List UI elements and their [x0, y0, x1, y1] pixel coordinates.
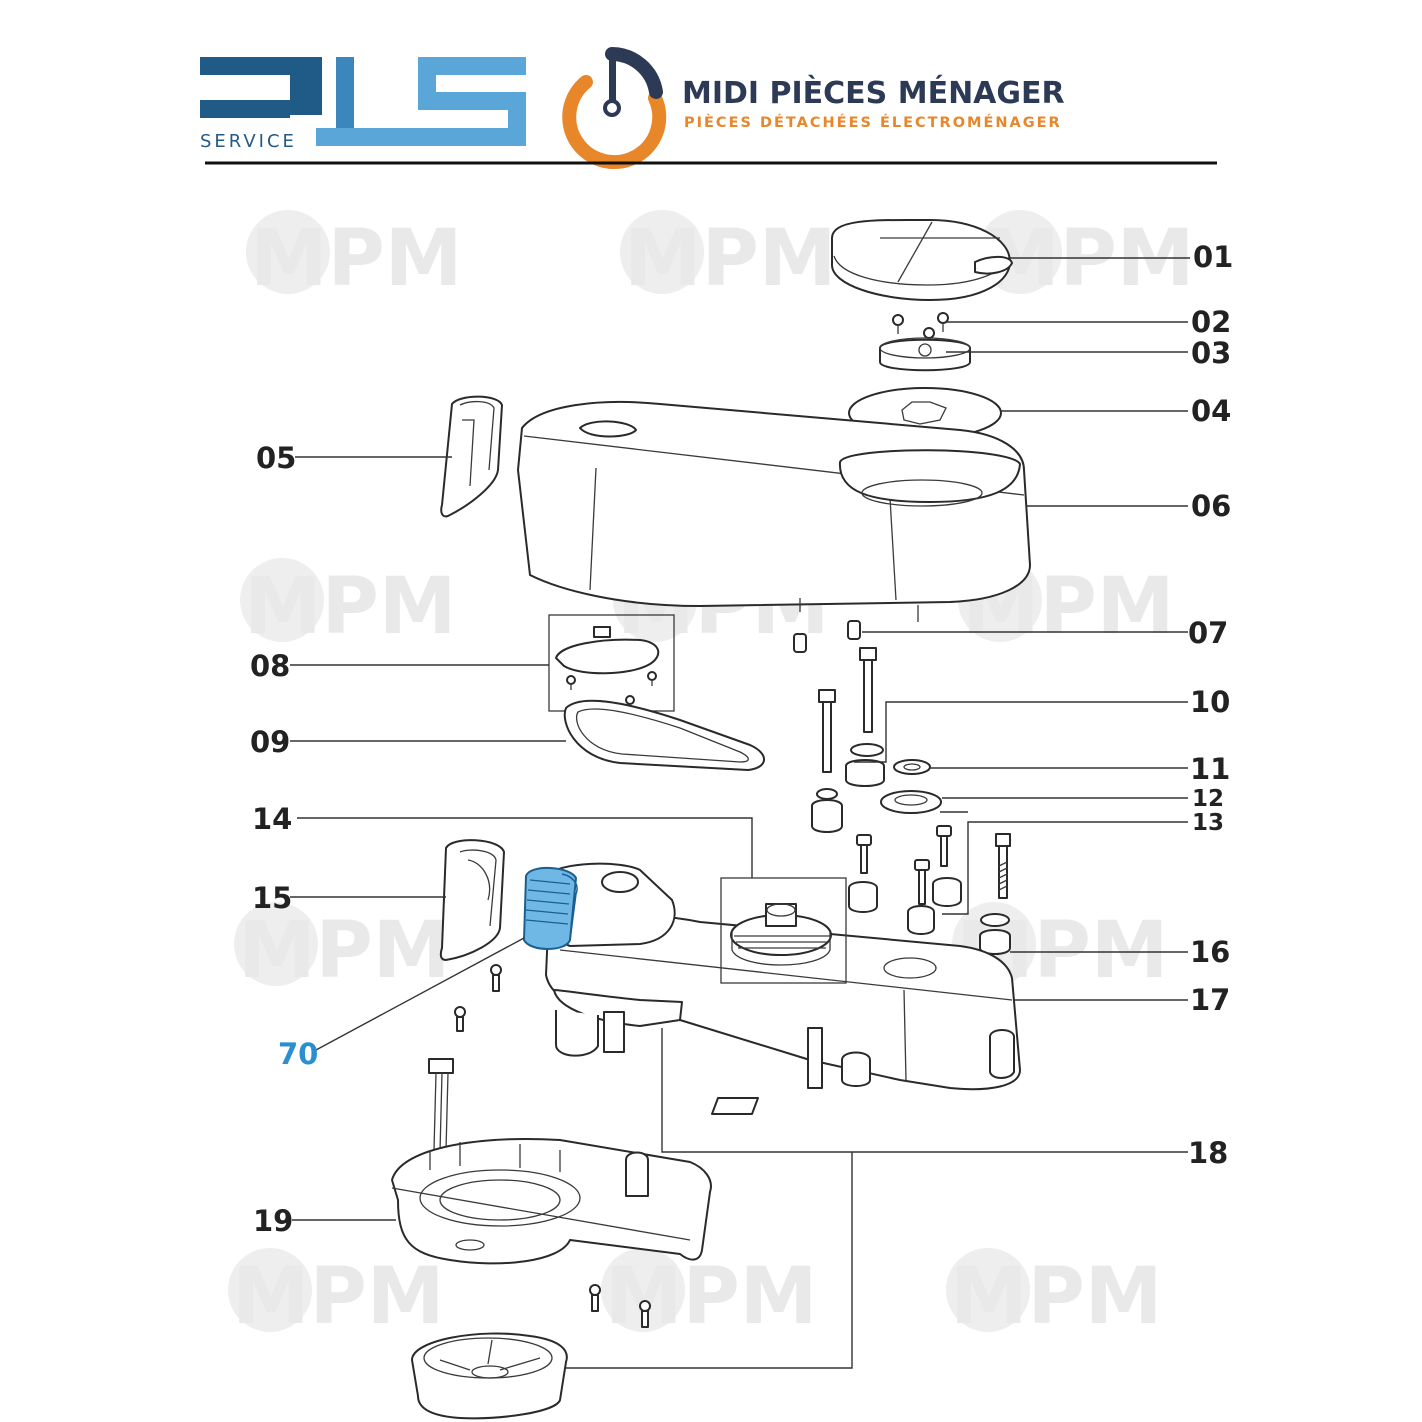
part-12-ring-drawing	[880, 790, 942, 814]
callout-19: 19	[253, 1204, 293, 1238]
part-11-washer-drawing	[893, 759, 931, 775]
watermark-mpm: MPM	[234, 902, 450, 996]
watermark-mpm: MPM	[946, 1248, 1162, 1342]
callout-01: 01	[1193, 240, 1233, 274]
parts-drawings	[391, 218, 1031, 1420]
bottom-screws-drawing	[589, 1284, 651, 1328]
part-02-screws-drawing	[892, 312, 949, 347]
callout-16: 16	[1190, 935, 1230, 969]
part-06-top-housing-drawing	[517, 400, 1031, 622]
svg-text:MPM: MPM	[605, 1252, 817, 1342]
callout-17: 17	[1190, 983, 1230, 1017]
part-19-base-drawing	[391, 1138, 712, 1265]
part-09-belt-drawing	[563, 699, 765, 771]
callout-13: 13	[1192, 810, 1224, 836]
part-70-seal-ring-drawing	[522, 866, 578, 950]
brand-title: MIDI PIÈCES MÉNAGER	[682, 75, 1065, 111]
callout-04: 04	[1191, 394, 1231, 428]
svg-text:MPM: MPM	[950, 1252, 1162, 1342]
callout-03: 03	[1191, 336, 1231, 370]
part-13-screws-drawing	[811, 788, 1011, 935]
callout-06: 06	[1191, 489, 1231, 523]
watermarks: MPM MPM MPM MPM MPM MPM MPM MPM	[228, 210, 1194, 1342]
svg-text:MPM: MPM	[232, 1252, 444, 1342]
watermark-mpm: MPM	[228, 1248, 444, 1342]
brand-subtitle: PIÈCES DÉTACHÉES ÉLECTROMÉNAGER	[684, 114, 1062, 131]
svg-text:MPM: MPM	[624, 214, 836, 304]
callout-09: 09	[250, 725, 290, 759]
loose-screws-drawing	[454, 964, 502, 1032]
callout-10: 10	[1190, 685, 1230, 719]
callout-05: 05	[256, 441, 296, 475]
dls-logo: SERVICE	[200, 57, 526, 152]
callout-18: 18	[1188, 1136, 1228, 1170]
callout-07: 07	[1188, 616, 1228, 650]
svg-text:MPM: MPM	[238, 906, 450, 996]
callout-12: 12	[1192, 786, 1224, 812]
dls-service-label: SERVICE	[200, 131, 297, 152]
callout-14: 14	[252, 802, 292, 836]
callout-02: 02	[1191, 305, 1231, 339]
watermark-mpm: MPM	[620, 210, 836, 304]
callout-11: 11	[1190, 752, 1230, 786]
svg-text:MPM: MPM	[250, 214, 462, 304]
part-10-bolts-drawing	[818, 647, 885, 787]
callouts: 01 02 03 04 05 06 07 08 10 09 11 12 13 1…	[250, 240, 1233, 1238]
leader-lines	[290, 257, 1190, 1369]
callout-08: 08	[250, 649, 290, 683]
svg-text:MPM: MPM	[982, 214, 1194, 304]
callout-70: 70	[278, 1037, 318, 1071]
header: SERVICE MIDI PIÈCES MÉNAGER PIÈCES DÉTAC…	[200, 47, 1217, 170]
bottom-foot-drawing	[411, 1332, 568, 1420]
watermark-mpm: MPM	[601, 1248, 817, 1342]
svg-text:MPM: MPM	[244, 562, 456, 652]
part-03-hub-drawing	[879, 337, 971, 372]
part-07-pins-drawing	[793, 620, 861, 653]
part-08-plate-drawing	[548, 614, 675, 712]
mpm-logo-mark	[562, 47, 667, 170]
part-01-lid-drawing	[831, 218, 1013, 301]
part-16-washers-drawing	[979, 913, 1011, 955]
watermark-mpm: MPM	[246, 210, 462, 304]
callout-15: 15	[252, 881, 292, 915]
part-14-motor-and-gear-drawing	[545, 862, 847, 984]
watermark-mpm: MPM	[240, 558, 456, 652]
connector-drawing	[428, 1058, 759, 1153]
part-05-side-cover-drawing	[440, 395, 503, 518]
part-15-side-cover-drawing	[439, 839, 505, 961]
